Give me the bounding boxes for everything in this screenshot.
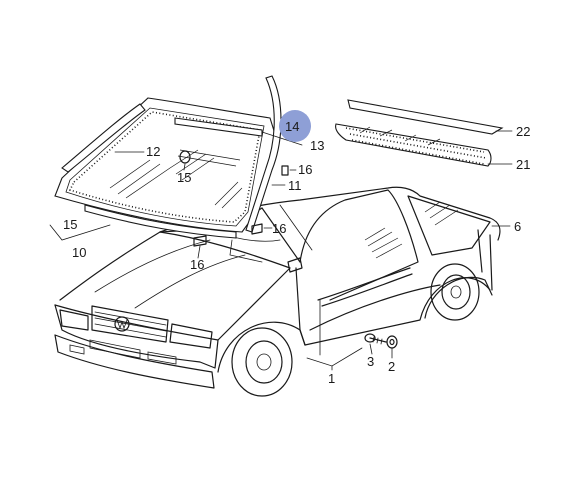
label-15-lower: 15 (63, 217, 77, 232)
clip-16-lower (193, 235, 207, 247)
leader-lines (49, 130, 513, 371)
car-body (54, 186, 501, 397)
lower-strip (84, 204, 237, 239)
label-3: 3 (367, 354, 374, 369)
label-13: 13 (310, 138, 324, 153)
label-6: 6 (514, 219, 521, 234)
label-14: 14 (285, 119, 299, 134)
washer-2 (386, 335, 398, 349)
label-15-upper: 15 (177, 170, 191, 185)
label-11: 11 (288, 178, 302, 193)
label-21: 21 (516, 157, 530, 172)
part-labels: 14 13 12 15 16 11 16 16 15 10 22 21 6 3 … (63, 119, 530, 386)
rear-window (335, 99, 504, 167)
clip-16-mid (251, 223, 263, 235)
bolt-3 (364, 333, 387, 345)
side-moulding-11 (245, 75, 282, 233)
clip-16-upper (281, 165, 289, 176)
label-1: 1 (328, 371, 335, 386)
part-14-highlight[interactable] (279, 110, 311, 142)
label-16-mid: 16 (272, 221, 286, 236)
label-16-lower: 16 (190, 257, 204, 272)
label-2: 2 (388, 359, 395, 374)
trim-strip-12 (61, 103, 146, 173)
label-16-upper: 16 (298, 162, 312, 177)
label-22: 22 (516, 124, 530, 139)
label-12: 12 (146, 144, 160, 159)
trim-strip-13 (174, 117, 263, 137)
label-10: 10 (72, 245, 86, 260)
